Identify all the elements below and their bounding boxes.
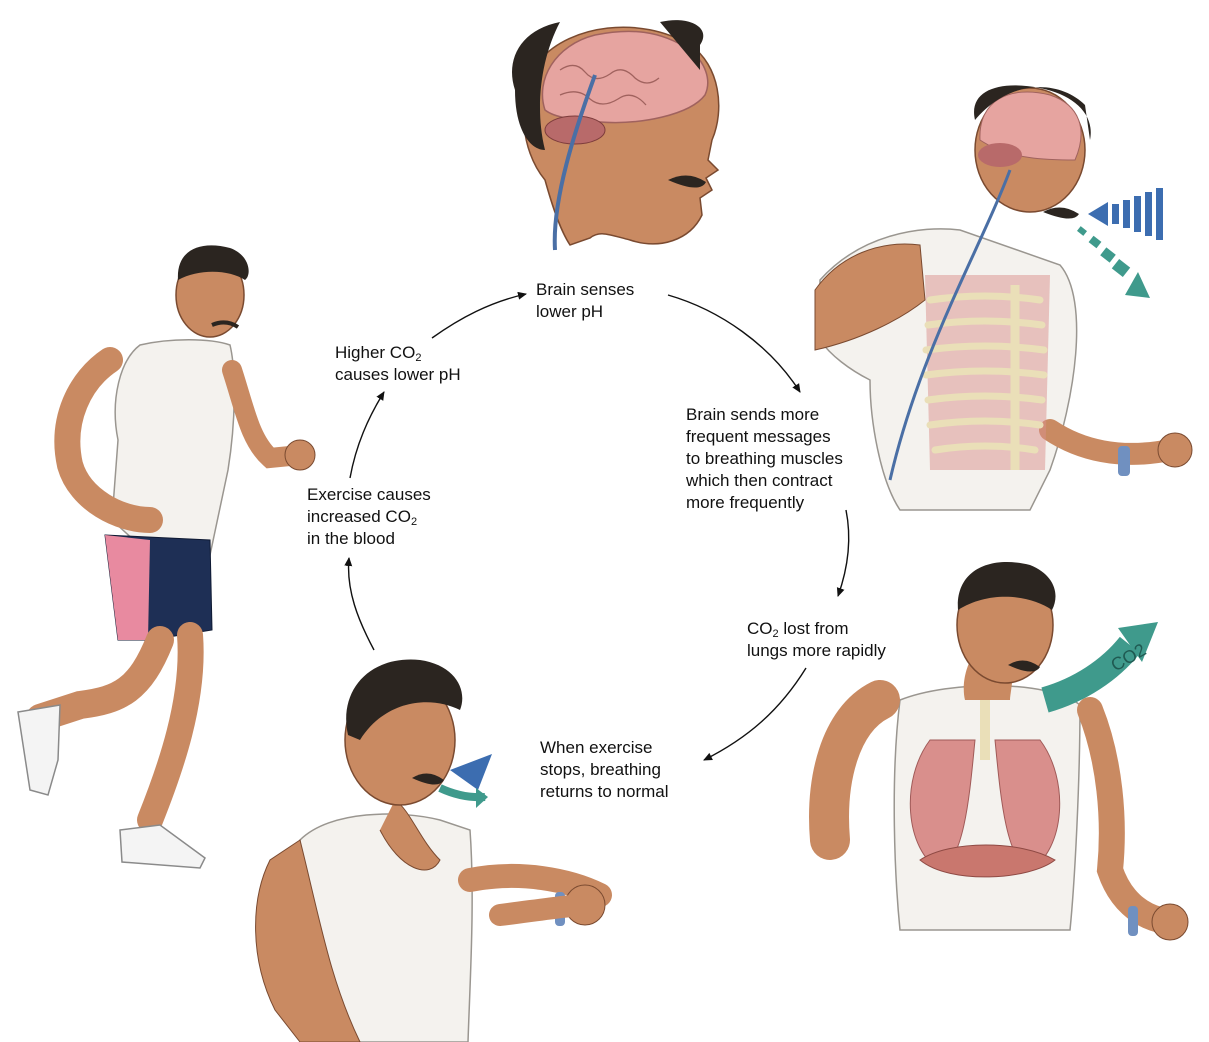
label-exercise-stops-line-3: returns to normal (540, 781, 669, 803)
label-brain-sends-line-4: which then contract (686, 470, 843, 492)
label-higher-co2-line-2: causes lower pH (335, 364, 461, 386)
label-brain-sends-line-3: to breathing muscles (686, 448, 843, 470)
label-higher-co2: Higher CO2 causes lower pH (335, 342, 461, 386)
arrow-co2lost-to-normal (704, 668, 806, 760)
label-exercise-causes: Exercise causes increased CO2 in the blo… (307, 484, 431, 550)
label-brain-sends-line-5: more frequently (686, 492, 843, 514)
label-higher-co2-sub: 2 (415, 352, 421, 364)
arrow-higherco2-to-brain (432, 294, 526, 338)
label-brain-sends-line-2: frequent messages (686, 426, 843, 448)
arrow-messages-to-co2lost (838, 510, 849, 596)
label-exercise-causes-line-3: in the blood (307, 528, 431, 550)
label-brain-senses-line-2: lower pH (536, 301, 634, 323)
label-brain-senses: Brain senses lower pH (536, 279, 634, 323)
label-co2-lost-rest: lost from (779, 619, 849, 638)
inhale-arrow-blue (1088, 188, 1163, 240)
label-exercise-causes-sub: 2 (411, 516, 417, 528)
label-exercise-causes-line-2: increased CO2 (307, 506, 431, 528)
label-co2-lost-line-2: lungs more rapidly (747, 640, 886, 662)
label-exercise-stops-line-2: stops, breathing (540, 759, 669, 781)
ribcage-illustration (815, 85, 1192, 510)
brain-head-illustration (512, 20, 719, 250)
label-co2-lost-line-1: CO2 lost from (747, 618, 886, 640)
label-co2-lost: CO2 lost from lungs more rapidly (747, 618, 886, 662)
label-higher-co2-line-1: Higher CO2 (335, 342, 461, 364)
label-higher-co2-text: Higher CO (335, 343, 415, 362)
label-co2-lost-co: CO (747, 619, 773, 638)
label-exercise-causes-line-1: Exercise causes (307, 484, 431, 506)
arrow-brain-to-messages (668, 295, 800, 392)
label-brain-sends: Brain sends more frequent messages to br… (686, 404, 843, 514)
label-exercise-causes-text: increased CO (307, 507, 411, 526)
arrow-normal-to-exercise (349, 558, 374, 650)
arrow-exercise-to-higherco2 (350, 392, 384, 478)
label-brain-sends-line-1: Brain sends more (686, 404, 843, 426)
label-exercise-stops: When exercise stops, breathing returns t… (540, 737, 669, 803)
pulse-check-illustration (256, 660, 605, 1042)
runner-illustration (18, 245, 315, 868)
exhale-arrow-teal (1077, 226, 1150, 298)
label-exercise-stops-line-1: When exercise (540, 737, 669, 759)
label-brain-senses-line-1: Brain senses (536, 279, 634, 301)
